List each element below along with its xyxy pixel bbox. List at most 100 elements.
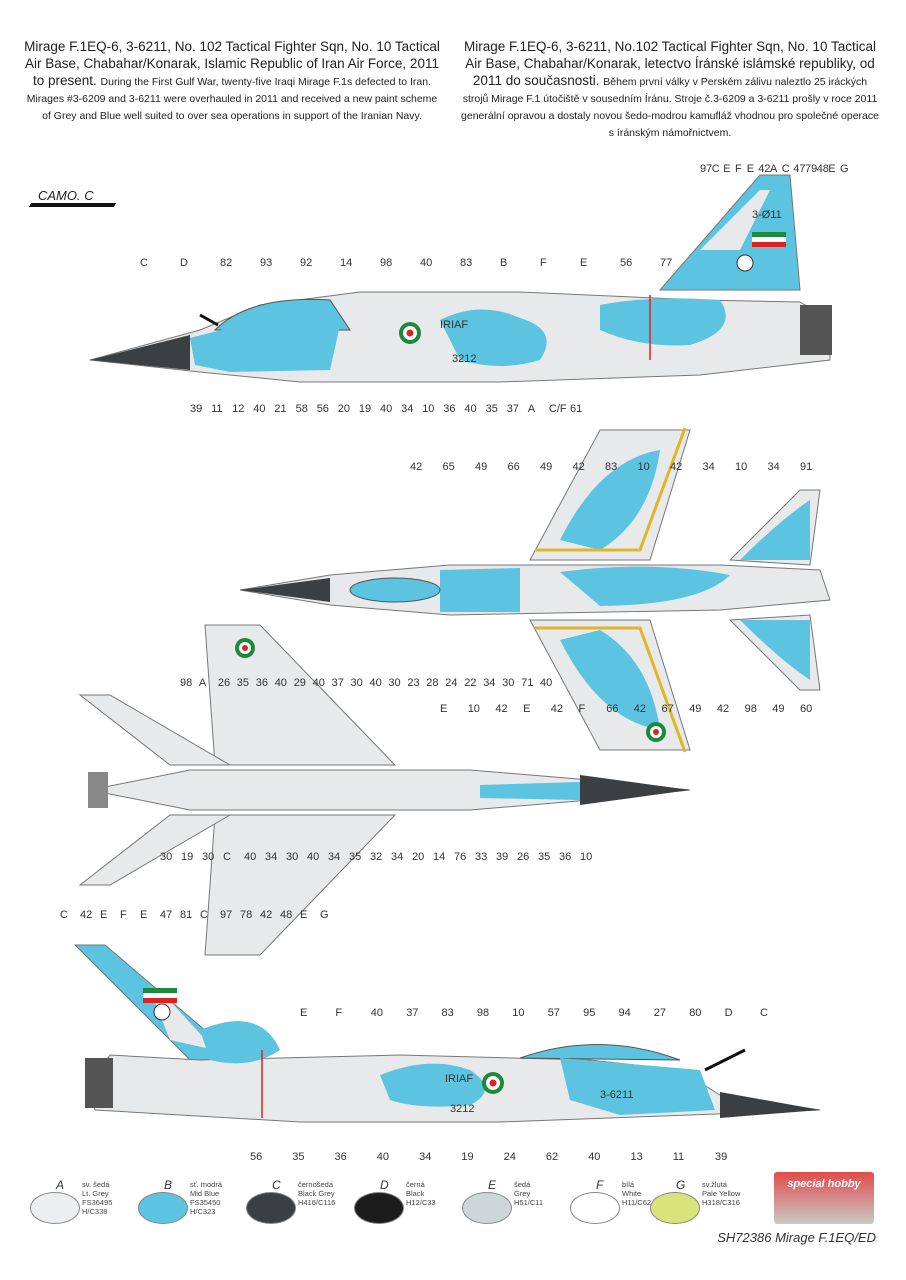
side-left-callout: 79 — [805, 163, 817, 175]
side-left-callout: 37 — [507, 403, 519, 415]
product-code: SH72386 Mirage F.1EQ/ED — [717, 1230, 876, 1245]
top-view-callout: 49 — [475, 461, 487, 473]
bottom-view-callout: 34 — [483, 677, 495, 689]
side-left-callout: 48 — [817, 163, 829, 175]
top-view-callout: 49 — [540, 461, 552, 473]
nose-cone — [90, 335, 190, 370]
side-profile-right: IRIAF 3212 3-6211 — [73, 944, 821, 1123]
bottom-view-callout: 30 — [202, 851, 214, 863]
flag-tail — [752, 232, 786, 237]
side-left-callout: 14 — [340, 257, 352, 269]
bottom-view-callout: 24 — [445, 677, 457, 689]
side-left-callout: 10 — [422, 403, 434, 415]
top-view-callout: 66 — [508, 461, 520, 473]
side-right-callout: F — [120, 909, 127, 921]
top-planform — [239, 427, 831, 753]
top-view-callout: 42 — [670, 461, 682, 473]
side-right-callout: 47 — [160, 909, 172, 921]
side-left-callout: 36 — [443, 403, 455, 415]
side-left-callout: 35 — [486, 403, 498, 415]
swatch-b-oval — [138, 1192, 188, 1224]
side-profile-left: 3-Ø11 IRIAF 3212 — [89, 174, 832, 383]
bottom-view-callout: 28 — [426, 677, 438, 689]
side-right-callout: E — [300, 909, 307, 921]
side-right-callout: F — [335, 1007, 342, 1019]
side-left-callout: 61 — [570, 403, 582, 415]
side-left-callout: 56 — [620, 257, 632, 269]
bottom-view-callout: C — [223, 851, 231, 863]
bottom-view-callout: 40 — [275, 677, 287, 689]
side-right-callout: 62 — [546, 1151, 558, 1163]
side-left-callout: 93 — [260, 257, 272, 269]
side-right-callout: E — [140, 909, 147, 921]
side-left-callout: 40 — [464, 403, 476, 415]
bottom-view-callout: 35 — [538, 851, 550, 863]
bottom-view-callout: 35 — [237, 677, 249, 689]
bottom-view-callout: 26 — [218, 677, 230, 689]
bottom-view-callout: 40 — [313, 677, 325, 689]
top-view-callout: 49 — [689, 703, 701, 715]
side-right-callout: G — [320, 909, 329, 921]
bottom-view-callout: A — [199, 677, 207, 689]
caption-english: Mirage F.1EQ-6, 3-6211, No. 102 Tactical… — [22, 38, 442, 123]
caption-czech: Mirage F.1EQ-6, 3-6211, No.102 Tactical … — [460, 38, 880, 140]
side-right-callout: 19 — [461, 1151, 473, 1163]
aircraft-drawing: 3-Ø11 IRIAF 3212 — [60, 163, 849, 1163]
camo-patch-nose — [190, 320, 340, 372]
top-view-callout: 10 — [638, 461, 650, 473]
side-left-callout: 40 — [380, 403, 392, 415]
top-view-callout: 98 — [745, 703, 757, 715]
side-left-callout: 47 — [793, 163, 805, 175]
swatch-e-oval — [462, 1192, 512, 1224]
flag-tail-right — [143, 988, 177, 993]
caption-english-detail: During the First Gulf War, twenty-five I… — [26, 76, 438, 122]
bottom-view-callout: 30 — [502, 677, 514, 689]
side-right-callout: 27 — [654, 1007, 666, 1019]
camo-patch-intake — [440, 309, 547, 366]
side-right-callout: 36 — [335, 1151, 347, 1163]
side-right-callout: C — [60, 909, 68, 921]
side-left-callout: F — [735, 163, 742, 175]
side-left-callout: E — [723, 163, 730, 175]
side-left-callout: 58 — [296, 403, 308, 415]
top-view-callout: 10 — [468, 703, 480, 715]
bottom-stab-lower — [78, 814, 232, 886]
side-right-callout: 13 — [631, 1151, 643, 1163]
side-left-callout: A — [770, 163, 778, 175]
side-right-callout: 83 — [442, 1007, 454, 1019]
bottom-view-callout: 76 — [454, 851, 466, 863]
side-right-callout: 42 — [80, 909, 92, 921]
side-left-callout: F — [540, 257, 547, 269]
side-right-callout: 35 — [292, 1151, 304, 1163]
bottom-view-callout: 40 — [370, 677, 382, 689]
top-view-callout: 83 — [605, 461, 617, 473]
side-right-callout: 34 — [419, 1151, 431, 1163]
refuel-probe — [199, 313, 219, 327]
side-right-callout: 39 — [715, 1151, 727, 1163]
bottom-view-callout: 32 — [370, 851, 382, 863]
top-view-callout: 42 — [551, 703, 563, 715]
small-code-right: 3212 — [450, 1103, 474, 1115]
side-left-callout: D — [180, 257, 188, 269]
bottom-view-callout: 30 — [286, 851, 298, 863]
canopy-right — [519, 1044, 681, 1061]
walkway-line-upper — [535, 427, 687, 552]
top-view-callout: 42 — [573, 461, 585, 473]
camo-label: CAMO. C — [38, 188, 94, 203]
bottom-view-callout: 35 — [349, 851, 361, 863]
top-view-callout: F — [579, 703, 586, 715]
nose-cone-right — [720, 1092, 820, 1118]
side-left-callout: 98 — [380, 257, 392, 269]
side-left-callout: 19 — [359, 403, 371, 415]
bottom-planform — [78, 624, 691, 956]
top-view-callout: 60 — [800, 703, 812, 715]
top-view-callout: 91 — [800, 461, 812, 473]
side-left-callout: G — [840, 163, 849, 175]
iriaf-text-left: IRIAF — [440, 319, 468, 331]
